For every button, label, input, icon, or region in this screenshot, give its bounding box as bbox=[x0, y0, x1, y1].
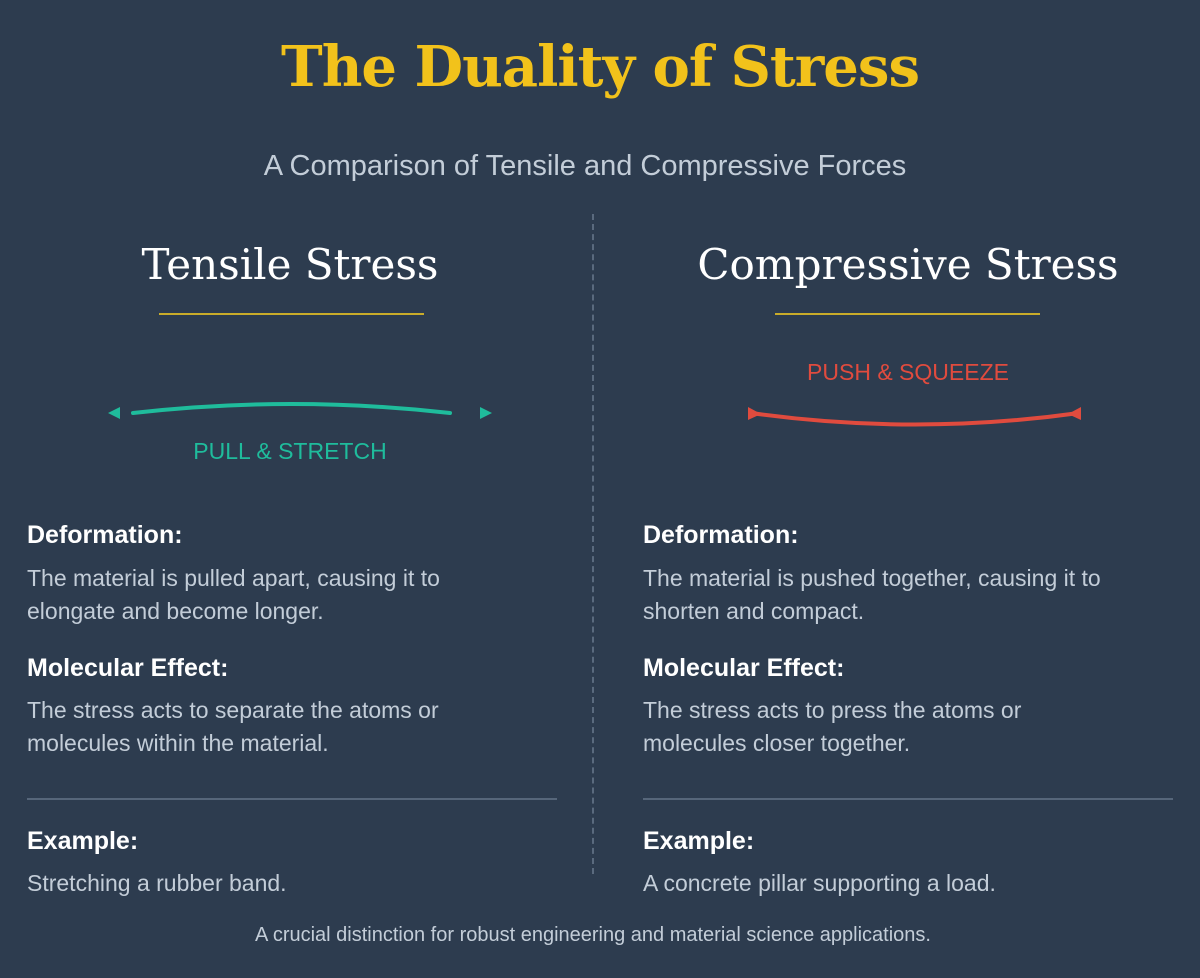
compressive-section-divider bbox=[643, 798, 1173, 800]
tensile-action-label: PULL & STRETCH bbox=[193, 438, 387, 464]
compressive-example-label: Example: bbox=[643, 827, 755, 855]
compressive-deformation-text: The material is pushed together, causing… bbox=[643, 565, 1101, 624]
tensile-deformation-text: The material is pulled apart, causing it… bbox=[27, 565, 440, 624]
compressive-example-text: A concrete pillar supporting a load. bbox=[643, 870, 996, 896]
page-subtitle: A Comparison of Tensile and Compressive … bbox=[263, 150, 907, 182]
tensile-molecular-text: The stress acts to separate the atoms or… bbox=[27, 697, 439, 756]
compressive-action-label: PUSH & SQUEEZE bbox=[807, 359, 1009, 385]
compressive-molecular-label: Molecular Effect: bbox=[643, 654, 845, 682]
tensile-example-text: Stretching a rubber band. bbox=[27, 870, 287, 896]
footer-note: A crucial distinction for robust enginee… bbox=[255, 924, 931, 946]
column-divider bbox=[592, 214, 594, 874]
page-title: The Duality of Stress bbox=[281, 34, 920, 100]
compressive-deformation-label: Deformation: bbox=[643, 521, 799, 549]
inward-arrows-icon bbox=[748, 407, 1081, 427]
tensile-example-label: Example: bbox=[27, 827, 139, 855]
outward-arrows-icon bbox=[108, 402, 492, 419]
tensile-deformation-label: Deformation: bbox=[27, 521, 183, 549]
compressive-molecular-text: The stress acts to press the atoms or mo… bbox=[643, 697, 1022, 756]
tensile-heading-underline bbox=[159, 313, 424, 315]
compressive-heading-underline bbox=[775, 313, 1040, 315]
tensile-section-divider bbox=[27, 798, 557, 800]
tensile-heading: Tensile Stress bbox=[141, 240, 439, 289]
compressive-heading: Compressive Stress bbox=[697, 240, 1119, 289]
tensile-molecular-label: Molecular Effect: bbox=[27, 654, 229, 682]
